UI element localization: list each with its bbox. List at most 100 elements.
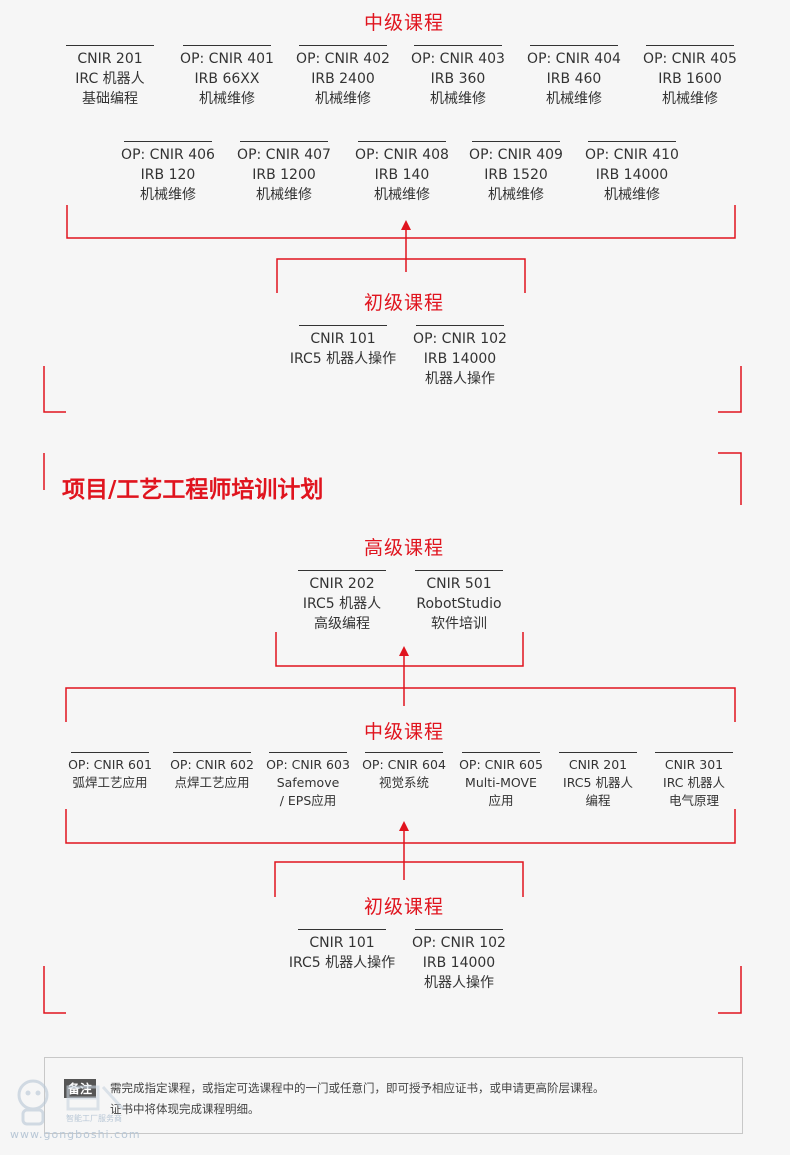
course-rule — [66, 45, 154, 46]
course-line: OP: CNIR 605 — [459, 757, 543, 772]
course-rule — [71, 752, 149, 753]
course-line: IRB 460 — [546, 71, 602, 87]
course-box: OP: CNIR 601 弧焊工艺应用 — [62, 752, 158, 792]
note-line-2: 证书中将体现完成课程明细。 — [110, 1102, 260, 1116]
watermark-logo — [17, 1079, 125, 1126]
course-line: OP: CNIR 403 — [411, 51, 505, 67]
course-line: 机械维修 — [430, 91, 486, 107]
course-line: 机械维修 — [256, 187, 312, 203]
course-line: IRC5 机器人操作 — [288, 955, 396, 971]
course-line: IRB 120 — [140, 167, 196, 183]
frame-corner-tr-2 — [718, 452, 742, 505]
course-line: 机械维修 — [140, 187, 196, 203]
course-line: 弧焊工艺应用 — [72, 775, 148, 790]
course-line: 机器人操作 — [424, 975, 494, 991]
frame-corner-bl-1 — [43, 366, 66, 413]
course-line: OP: CNIR 410 — [585, 147, 679, 163]
course-line: 点焊工艺应用 — [174, 775, 250, 790]
course-line: 编程 — [585, 793, 611, 808]
course-line: 软件培训 — [431, 616, 487, 632]
top-intermediate-bracket — [66, 205, 736, 239]
top-arrow-head — [401, 220, 411, 230]
course-line: OP: CNIR 401 — [180, 51, 274, 67]
course-rule — [358, 141, 446, 142]
course-rule — [462, 752, 540, 753]
project-section-title: 项目/工艺工程师培训计划 — [62, 477, 324, 503]
course-line: CNIR 202 — [309, 576, 375, 592]
course-line: IRC5 机器人 — [302, 596, 382, 612]
course-line: 机械维修 — [315, 91, 371, 107]
course-line: IRB 1600 — [658, 71, 722, 87]
course-line: 机械维修 — [488, 187, 544, 203]
course-rule — [173, 752, 251, 753]
course-line: 基础编程 — [82, 91, 138, 107]
watermark-site: www.gongboshi.com — [10, 1128, 141, 1141]
course-rule — [414, 45, 502, 46]
note-line-1: 需完成指定课程，或指定可选课程中的一门或任意门，即可授予相应证书，或申请更高阶层… — [110, 1081, 605, 1095]
course-rule — [124, 141, 212, 142]
course-line: 视觉系统 — [378, 775, 429, 790]
beginner-heading-top: 初级课程 — [363, 292, 444, 314]
course-box: OP: CNIR 604 视觉系统 — [356, 752, 452, 792]
course-line: OP: CNIR 601 — [68, 757, 152, 772]
course-line: 机械维修 — [662, 91, 718, 107]
course-rule — [530, 45, 618, 46]
top-beginner-bracket — [276, 258, 526, 293]
course-line: OP: CNIR 602 — [170, 757, 254, 772]
course-line: OP: CNIR 405 — [643, 51, 737, 67]
frame-corner-br-1 — [718, 366, 742, 413]
course-line: OP: CNIR 603 — [266, 757, 350, 772]
watermark-subtitle: 智能工厂服务商 — [66, 1114, 122, 1123]
advanced-arrow-head — [399, 646, 409, 656]
course-line: OP: CNIR 402 — [296, 51, 390, 67]
project-intermediate-bottom-bracket — [65, 809, 736, 844]
course-line: 高级编程 — [314, 616, 370, 632]
course-line: IRC 机器人 — [75, 71, 145, 87]
course-rule — [588, 141, 676, 142]
course-line: 应用 — [488, 793, 514, 808]
course-line: 机械维修 — [199, 91, 255, 107]
course-rule — [655, 752, 733, 753]
course-rule — [365, 752, 443, 753]
course-rule — [559, 752, 637, 753]
course-rule — [298, 929, 386, 930]
course-line: 机器人操作 — [425, 371, 495, 387]
course-line: CNIR 501 — [426, 576, 492, 592]
course-line: OP: CNIR 408 — [355, 147, 449, 163]
course-line: IRC5 机器人操作 — [289, 351, 397, 367]
beginner-heading-project: 初级课程 — [363, 896, 444, 918]
course-line: IRB 140 — [374, 167, 430, 183]
course-rule — [416, 325, 504, 326]
course-line: OP: CNIR 406 — [121, 147, 215, 163]
course-line: IRC 机器人 — [663, 775, 725, 790]
course-line: 机械维修 — [546, 91, 602, 107]
course-line: IRB 14000 — [423, 351, 497, 367]
course-rule — [415, 570, 503, 571]
course-line: IRB 14000 — [595, 167, 669, 183]
course-line: RobotStudio — [416, 596, 502, 612]
course-line: OP: CNIR 102 — [413, 331, 507, 347]
course-line: OP: CNIR 407 — [237, 147, 331, 163]
course-line: OP: CNIR 604 — [362, 757, 446, 772]
course-box: OP: CNIR 602 点焊工艺应用 — [164, 752, 260, 792]
course-line: OP: CNIR 102 — [412, 935, 506, 951]
course-line: / EPS应用 — [279, 793, 337, 808]
course-line: CNIR 201 — [77, 51, 143, 67]
project-arrow-head — [399, 821, 409, 831]
course-line: IRB 14000 — [422, 955, 496, 971]
